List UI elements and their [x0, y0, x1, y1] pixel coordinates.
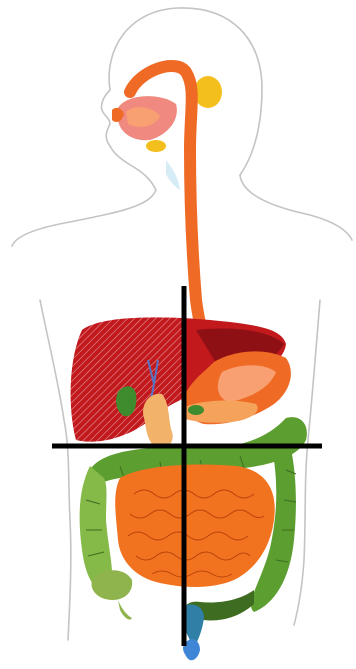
neck-left-outline	[12, 190, 156, 246]
appendix	[118, 600, 132, 620]
small-intestine	[115, 465, 275, 588]
cecum	[91, 570, 132, 600]
small-intestine-group	[115, 465, 275, 588]
torso-right-outline	[294, 300, 320, 625]
neck-right-outline	[240, 175, 352, 240]
salivary-gland-parotid	[194, 76, 222, 108]
salivary-gland-sublingual	[146, 140, 166, 152]
pancreas-head	[188, 405, 204, 415]
torso-left-outline	[40, 300, 71, 640]
pharynx	[166, 160, 180, 190]
